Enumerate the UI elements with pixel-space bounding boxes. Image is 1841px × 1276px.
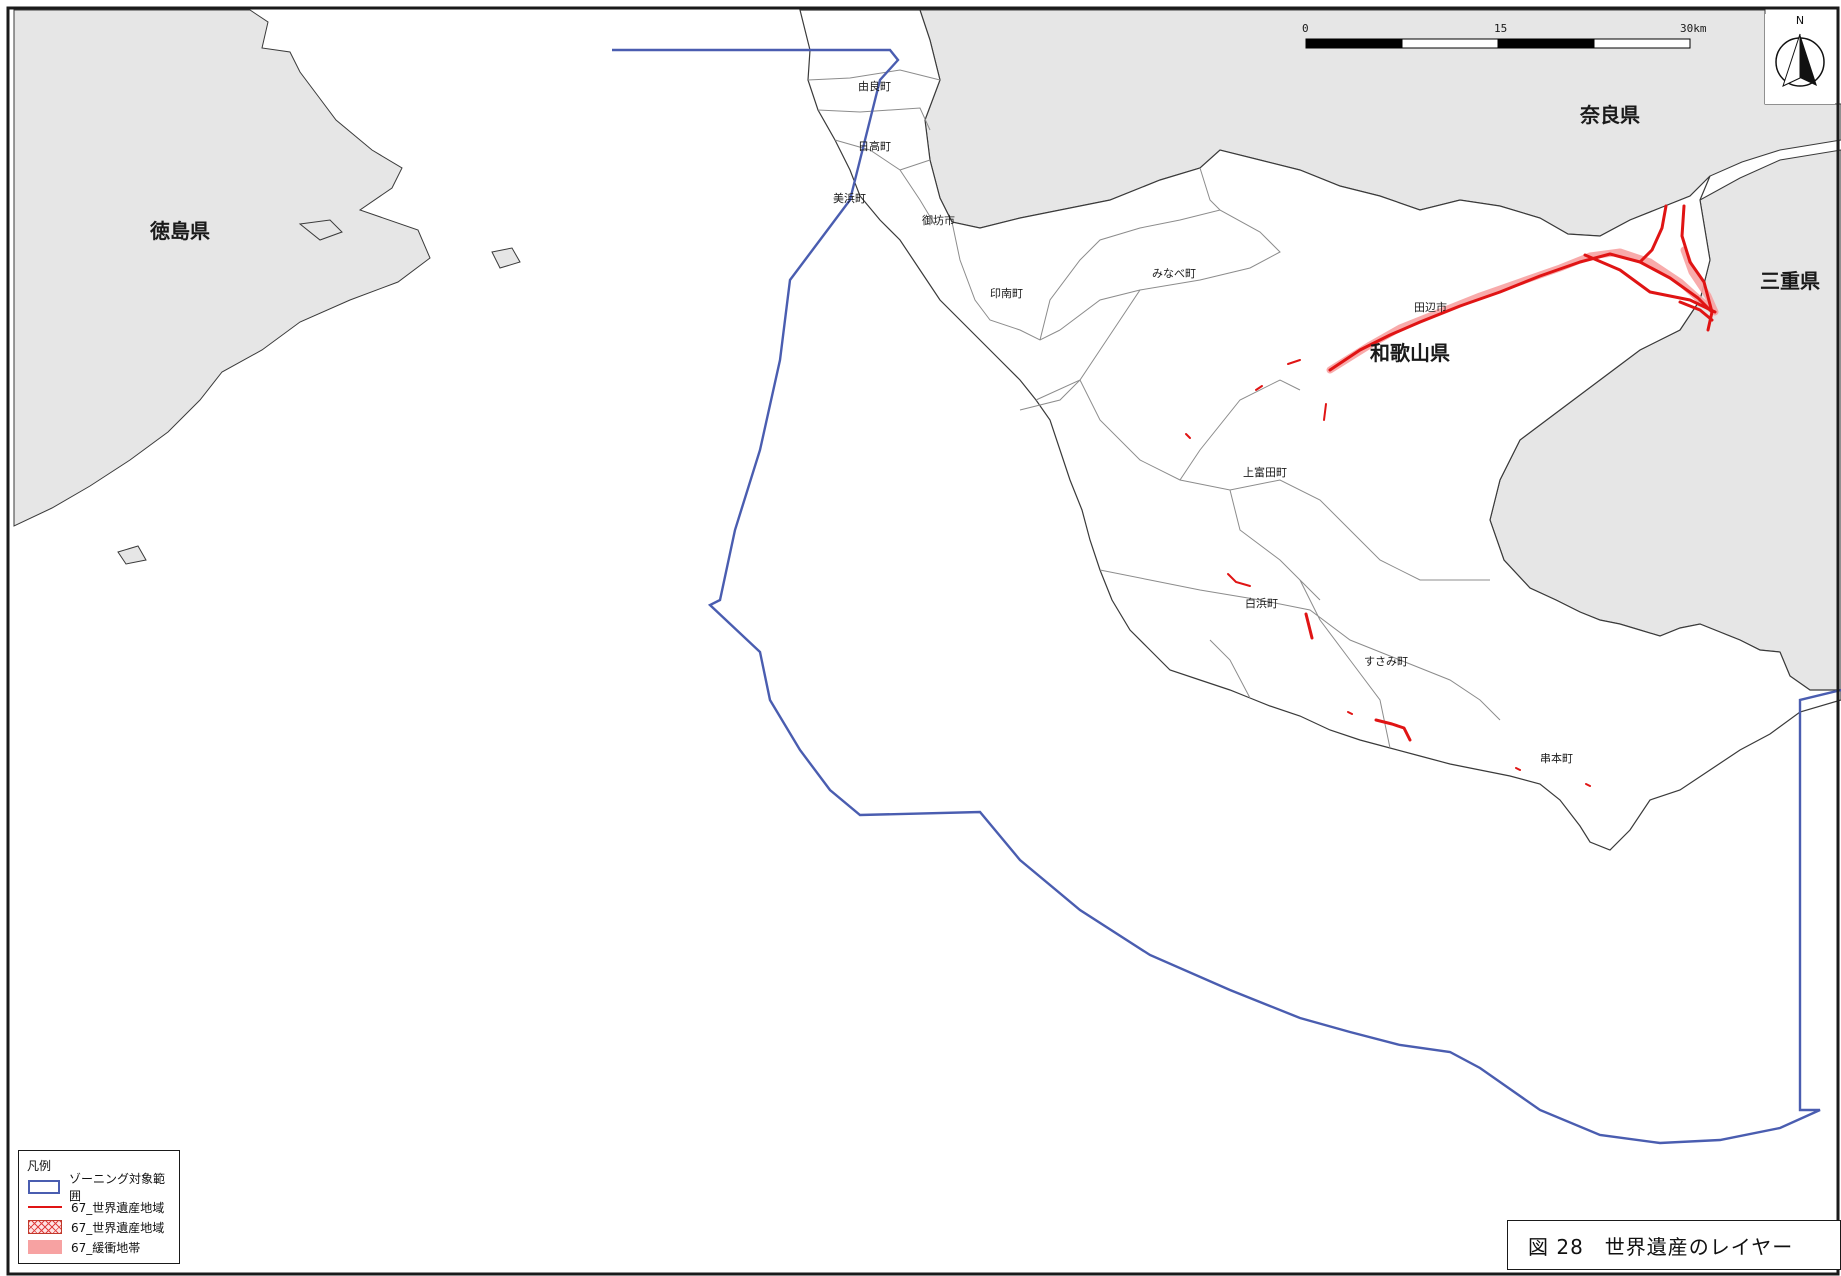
north-arrow: N: [1765, 14, 1835, 104]
muni-label-shirahama: 白浜町: [1245, 596, 1278, 610]
pref-label-tokushima: 徳島県: [149, 219, 210, 243]
muni-label-yura: 由良町: [858, 79, 891, 93]
legend-item-buffer: 67_緩衝地帯: [27, 1237, 171, 1257]
muni-label-gobo: 御坊市: [922, 213, 955, 227]
pref-label-mie: 三重県: [1760, 269, 1820, 293]
outline-box-icon: [27, 1180, 61, 1194]
muni-label-kushimoto: 串本町: [1540, 751, 1573, 765]
muni-label-kamitonda: 上富田町: [1243, 465, 1287, 479]
muni-label-minabe: みなべ町: [1152, 267, 1196, 280]
legend-item-zoning: ゾーニング対象範囲: [27, 1172, 171, 1203]
scale-label-30km: 30km: [1680, 22, 1707, 35]
legend-item-heritage-line: 67_世界遺産地域: [27, 1197, 171, 1217]
tokushima-land: [13, 9, 431, 527]
legend-item-label: 67_世界遺産地域: [71, 1220, 165, 1235]
pink-fill-icon: [27, 1240, 63, 1254]
svg-text:N: N: [1796, 14, 1804, 27]
map-frame: [6, 6, 1840, 1276]
legend-item-label: 67_世界遺産地域: [71, 1200, 165, 1215]
pref-label-nara: 奈良県: [1579, 103, 1640, 127]
muni-label-tanabe: 田辺市: [1414, 300, 1447, 314]
muni-label-inami: 印南町: [990, 287, 1023, 300]
muni-label-hidaka: 日高町: [858, 139, 891, 153]
north-arrow-icon: N: [1775, 14, 1825, 87]
legend-title: 凡例: [27, 1159, 52, 1173]
legend-item-heritage-area: 67_世界遺産地域: [27, 1217, 171, 1237]
figure-caption: 図 28 世界遺産のレイヤー: [1507, 1220, 1841, 1270]
municipality-boundaries: [807, 69, 1501, 749]
world-heritage-lines: [1185, 204, 1717, 787]
legend-panel: 凡例 ゾーニング対象範囲 67_世界遺産地域 67_世界遺産地域 67_緩衝地帯: [18, 1150, 180, 1264]
scale-bar: 0 15 30km: [1302, 22, 1707, 49]
scale-label-15: 15: [1494, 22, 1507, 35]
muni-label-mihama: 美浜町: [833, 192, 866, 205]
zoning-target-area: [612, 48, 1841, 1145]
legend-item-label: 67_緩衝地帯: [71, 1240, 141, 1255]
pref-label-wakayama: 和歌山県: [1370, 341, 1450, 365]
wakayama-land: [799, 9, 1841, 851]
figure-caption-text: 図 28 世界遺産のレイヤー: [1528, 1234, 1794, 1259]
tokushima-islands: [117, 219, 521, 565]
legend-item-label: ゾーニング対象範囲: [69, 1172, 166, 1203]
red-line-icon: [27, 1200, 63, 1214]
muni-label-susami: すさみ町: [1364, 655, 1408, 668]
hatched-box-icon: [27, 1220, 63, 1234]
scale-label-0: 0: [1302, 22, 1309, 35]
